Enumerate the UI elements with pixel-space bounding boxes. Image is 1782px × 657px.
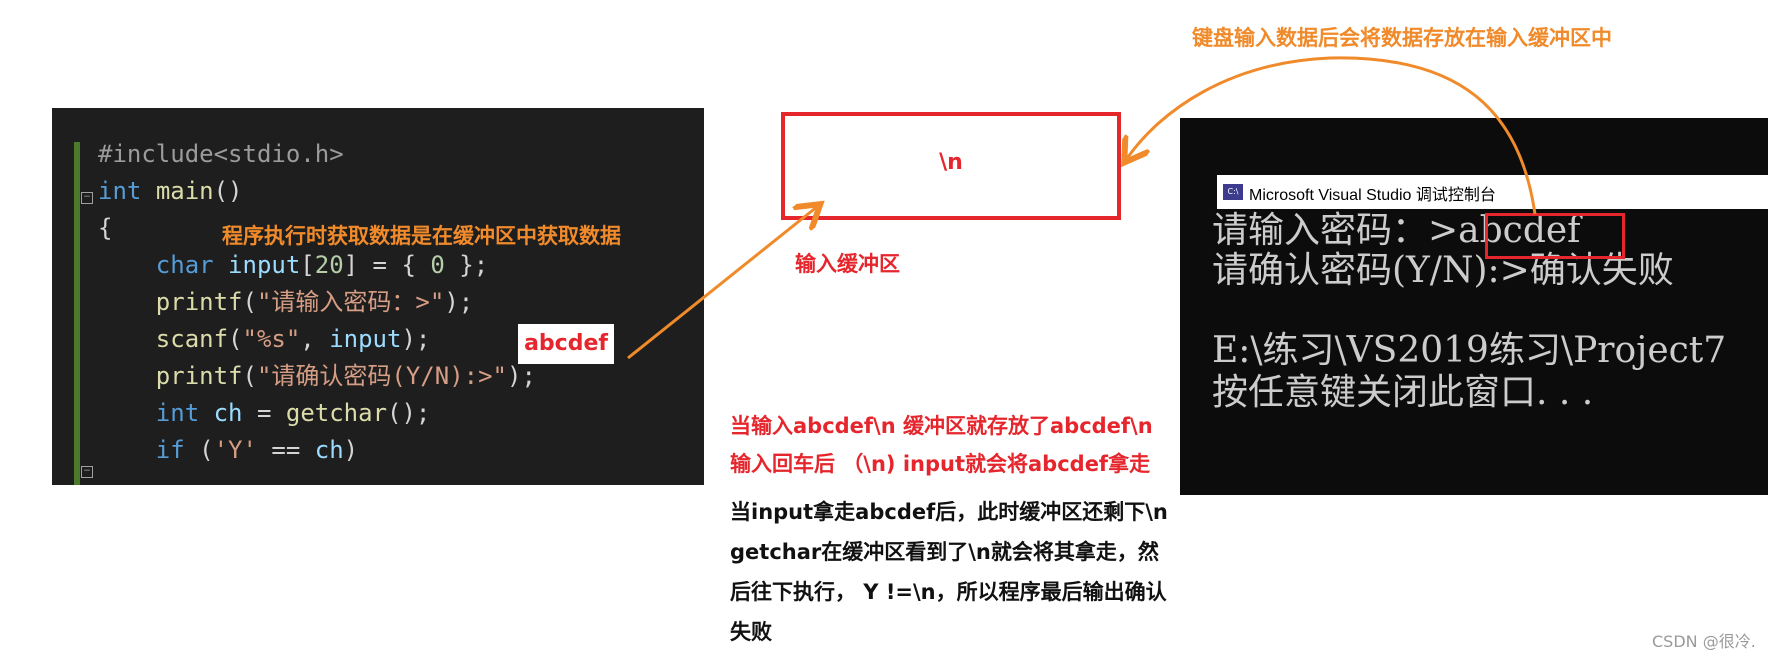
console-titlebar: C:\ Microsoft Visual Studio 调试控制台: [1217, 175, 1768, 209]
console-line: E:\练习\VS2019练习\Project7: [1212, 330, 1727, 371]
scanf-to-buffer-arrow: [627, 206, 818, 360]
input-buffer-box: \n: [781, 112, 1121, 220]
debug-console-window: C:\ Microsoft Visual Studio 调试控制台 请输入密码：…: [1180, 118, 1768, 495]
buffer-content: \n: [939, 150, 963, 175]
code-line: {: [98, 214, 113, 242]
explanation-line: 失败: [730, 620, 772, 644]
code-line: int main(): [98, 177, 243, 205]
explanation-line: 后往下执行， Y !=\n，所以程序最后输出确认: [730, 580, 1167, 604]
code-line: #include<stdio.h>: [98, 140, 344, 168]
code-change-bar: [74, 142, 80, 485]
code-editor-panel: − − #include<stdio.h> int main() { char …: [52, 108, 704, 485]
code-line: if ('Y' == ch): [155, 436, 359, 464]
fold-toggle-icon[interactable]: −: [81, 466, 93, 478]
explanation-red-line: 当输入abcdef\n 缓冲区就存放了abcdef\n: [730, 414, 1153, 438]
explanation-red-line: 输入回车后 （\n) input就会将abcdef拿走: [730, 452, 1151, 476]
code-line: scanf("%s", input);: [155, 325, 431, 353]
watermark: CSDN @很冷.: [1652, 632, 1756, 651]
console-line: 请输入密码：>abcdef: [1212, 210, 1581, 251]
code-line: int ch = getchar();: [155, 399, 431, 427]
input-highlight-box: [1485, 213, 1625, 259]
code-line: char input[20] = { 0 };: [155, 251, 489, 279]
console-line: 按任意键关闭此窗口. . .: [1212, 372, 1594, 413]
keyboard-to-buffer-arrow: [1126, 56, 1537, 215]
explanation-line: getchar在缓冲区看到了\n就会将其拿走，然: [730, 540, 1159, 564]
fold-toggle-icon[interactable]: −: [81, 192, 93, 204]
console-title: Microsoft Visual Studio 调试控制台: [1249, 187, 1496, 204]
code-line: printf("请确认密码(Y/N):>");: [155, 362, 536, 390]
vs-console-icon: C:\: [1223, 184, 1243, 200]
code-annotation: 程序执行时获取数据是在缓冲区中获取数据: [222, 224, 621, 248]
buffer-label: 输入缓冲区: [795, 252, 900, 276]
input-value-tag: abcdef: [518, 324, 614, 364]
code-line: printf("请输入密码：>");: [155, 288, 474, 316]
keyboard-buffer-annotation: 键盘输入数据后会将数据存放在输入缓冲区中: [1192, 26, 1612, 50]
explanation-line: 当input拿走abcdef后，此时缓冲区还剩下\n: [730, 500, 1168, 524]
